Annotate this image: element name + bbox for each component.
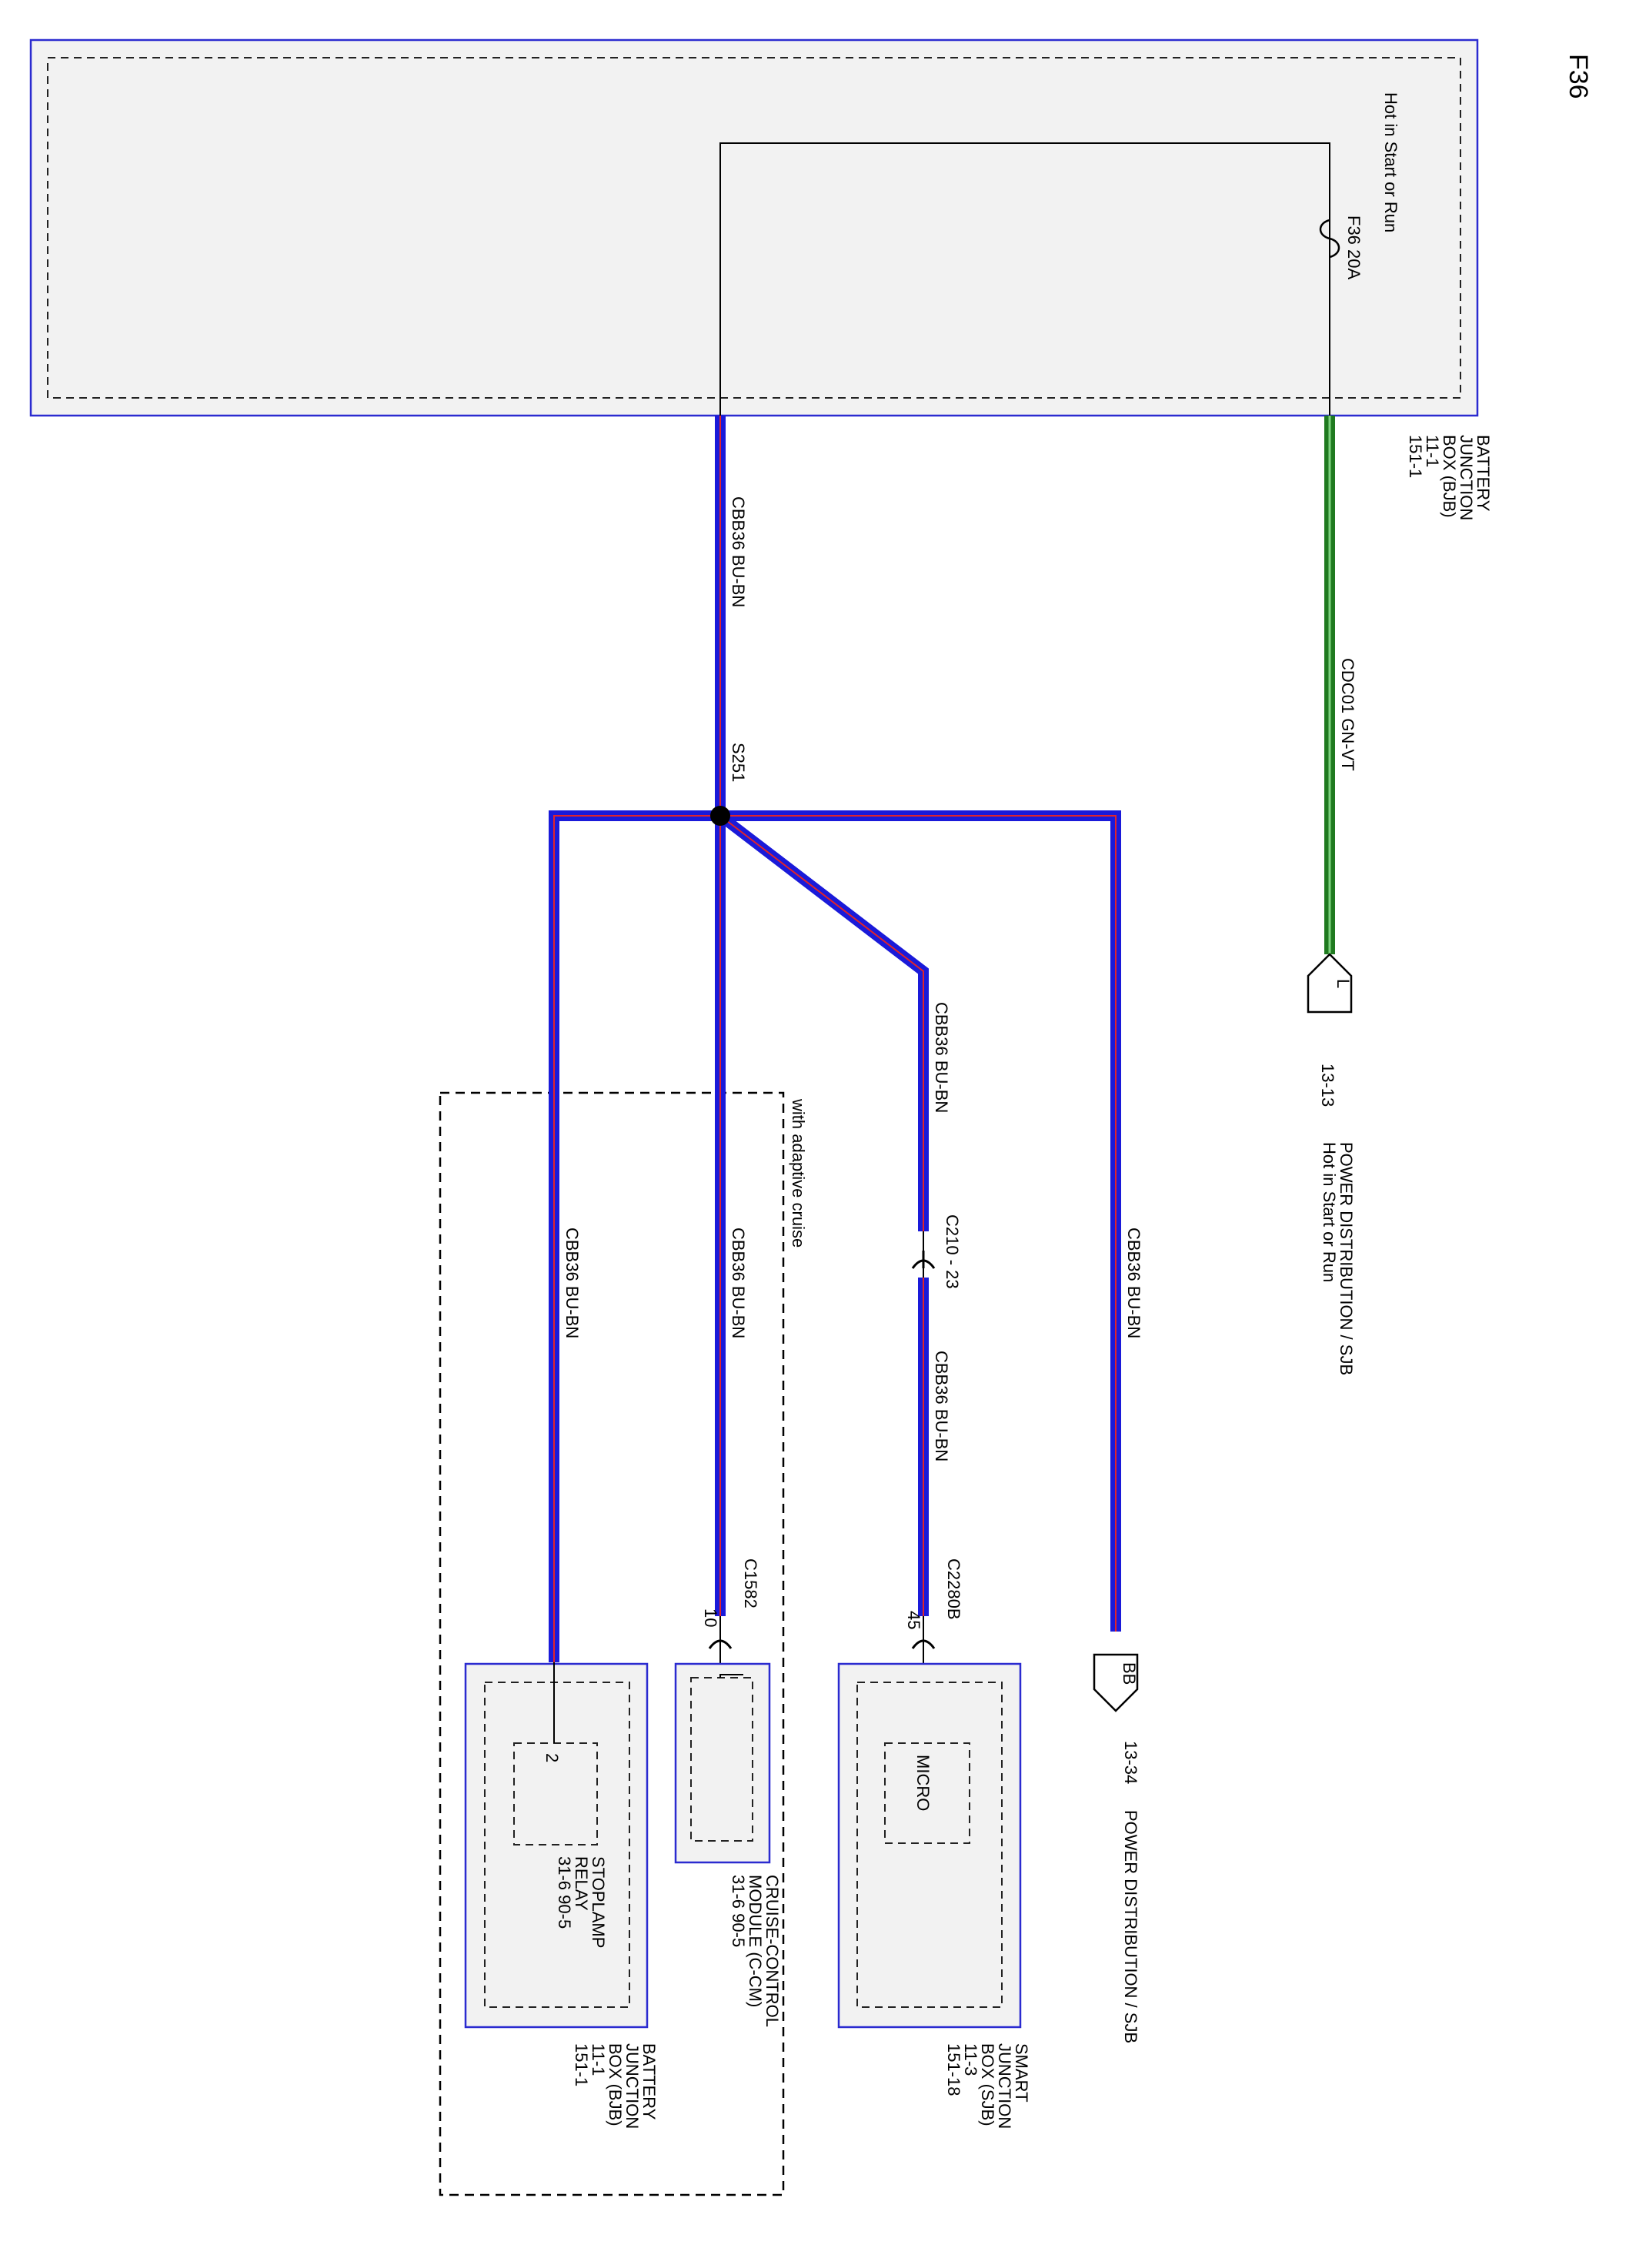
hot-in-start-or-run-ref: Hot in Start or Run [1320,1142,1339,1282]
battery-junction-box-lower-name: BATTERY JUNCTION BOX (BJB) 11-1 151-1 [572,2043,659,2129]
svg-text:BOX (SJB): BOX (SJB) [978,2043,997,2126]
cruise-control-module [674,1662,771,1864]
splice-s251 [710,806,730,826]
svg-text:SMART: SMART [1012,2043,1031,2103]
svg-text:11-1: 11-1 [1423,435,1442,467]
svg-text:BOX (BJB): BOX (BJB) [1440,435,1459,518]
splice-s251-label: S251 [729,743,748,782]
fuse-f36-label: F36 20A [1344,215,1364,279]
battery-junction-box-lower: 2 [464,1662,649,2029]
connector-c2280b-pin: 45 [904,1611,923,1629]
connector-bb-to-power-distribution: BB [1093,1653,1139,1712]
wire-cbb36-right-branch [720,810,1121,1632]
power-distribution-sjb-label-1: POWER DISTRIBUTION / SJB [1337,1142,1356,1375]
micro-label: MICRO [913,1755,933,1811]
stoplamp-relay-name: STOPLAMP RELAY 31-6 90-5 [555,1856,608,1948]
smart-junction-box-name: SMART JUNCTION BOX (SJB) 11-3 151-18 [944,2043,1031,2129]
connector-c2280b-label: C2280B [944,1558,963,1620]
svg-text:BATTERY: BATTERY [1474,435,1493,512]
svg-text:BATTERY: BATTERY [639,2043,659,2120]
wire-cdc01-label: CDC01 GN-VT [1338,658,1357,771]
wire-cbb36-left-branch [549,810,720,1662]
hot-in-start-or-run-label: Hot in Start or Run [1381,92,1400,232]
svg-text:STOPLAMP: STOPLAMP [589,1856,608,1948]
wire-cbb36-main-label: CBB36 BU-BN [729,496,748,607]
wire-cbb36-diag-lower-label: CBB36 BU-BN [932,1351,951,1461]
svg-text:BOX (BJB): BOX (BJB) [606,2043,625,2126]
cruise-control-module-name: CRUISE-CONTROL MODULE (C-CM) 31-6 90-5 [729,1875,782,2027]
stoplamp-relay-pin: 2 [542,1753,562,1762]
connector-c210-inline [911,1231,936,1278]
svg-text:JUNCTION: JUNCTION [623,2043,642,2129]
wire-cbb36-diag-label: CBB36 BU-BN [932,1002,951,1113]
ref-13-34: 13-34 [1121,1741,1140,1784]
wire-cbb36-right-label: CBB36 BU-BN [1124,1228,1143,1338]
svg-text:151-1: 151-1 [1406,435,1425,478]
svg-text:11-3: 11-3 [961,2043,980,2076]
svg-text:151-1: 151-1 [572,2043,591,2086]
power-distribution-sjb-label-2: POWER DISTRIBUTION / SJB [1121,1810,1140,2043]
fuse-f36-symbol [1319,219,1340,259]
wire-cbb36-diagonal-branch [716,811,929,1616]
svg-text:11-1: 11-1 [589,2043,608,2076]
svg-text:CRUISE-CONTROL: CRUISE-CONTROL [763,1875,782,2027]
svg-text:BB: BB [1120,1662,1139,1685]
ref-13-13: 13-13 [1318,1064,1337,1107]
wire-cbb36-mid-label: CBB36 BU-BN [729,1228,748,1338]
internal-fuse-wire [719,142,1330,416]
wire-cbb36-left-label: CBB36 BU-BN [562,1228,582,1338]
connector-c1582-pin: 10 [701,1608,720,1627]
connector-c210-label: C210 - 23 [943,1214,962,1289]
battery-junction-box-top-name: BATTERY JUNCTION BOX (BJB) 11-1 151-1 [1406,435,1493,520]
connector-c1582-label: C1582 [741,1558,760,1608]
connector-l-to-power-distribution: L [1307,953,1353,1014]
svg-text:JUNCTION: JUNCTION [1457,435,1476,520]
adaptive-cruise-option-region [439,1091,785,2196]
svg-text:L: L [1334,979,1353,988]
svg-text:JUNCTION: JUNCTION [995,2043,1014,2129]
svg-text:31-6 90-5: 31-6 90-5 [555,1856,574,1929]
smart-junction-box: MICRO [837,1662,1022,2029]
svg-text:151-18: 151-18 [944,2043,963,2096]
svg-text:31-6 90-5: 31-6 90-5 [729,1875,748,1947]
with-adaptive-cruise-note: with adaptive cruise [789,1098,808,1248]
page-title: F36 [1564,54,1593,99]
battery-junction-box-top: Hot in Start or Run F36 20A [29,38,1479,417]
svg-text:RELAY: RELAY [572,1856,591,1911]
svg-text:MODULE (C-CM): MODULE (C-CM) [746,1875,765,2007]
